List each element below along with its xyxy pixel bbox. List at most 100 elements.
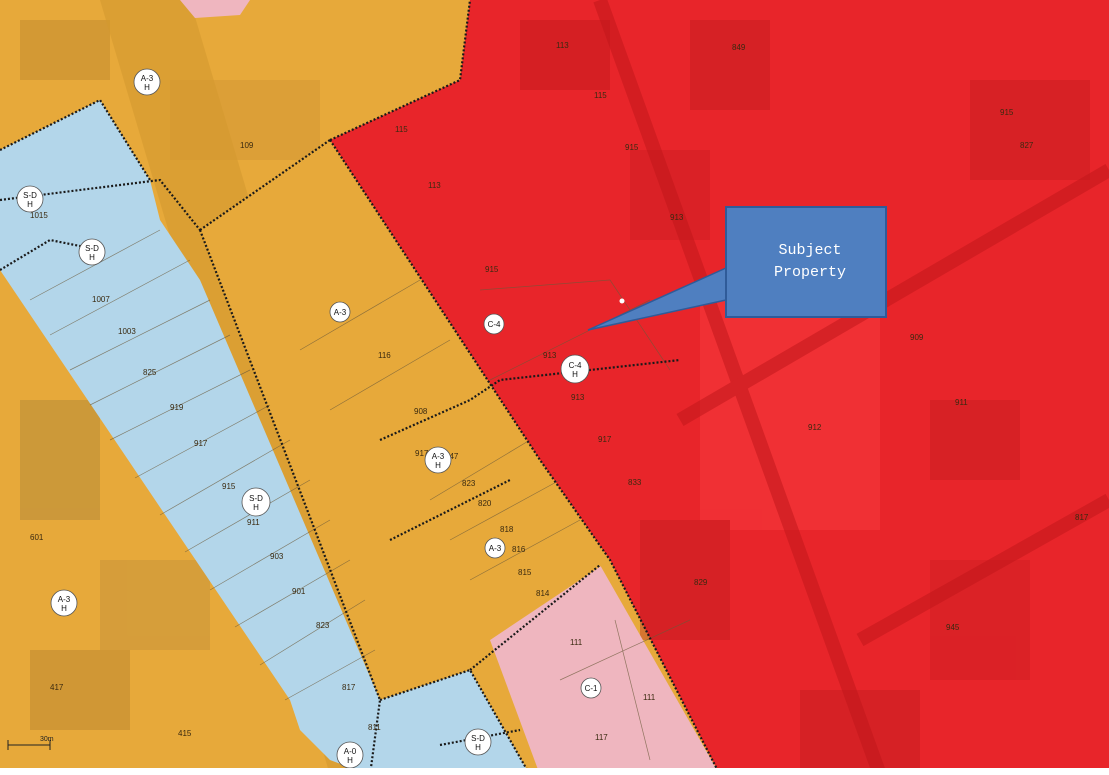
parcel-number: 816 — [512, 545, 526, 554]
parcel-number: 912 — [808, 423, 822, 432]
parcel-number: 829 — [694, 578, 708, 587]
parcel-number: 116 — [378, 351, 391, 360]
callout-text-line2: Property — [774, 264, 846, 281]
zone-marker: A-3 — [484, 537, 506, 559]
parcel-number: 111 — [643, 693, 656, 702]
parcel-number: 115 — [395, 125, 408, 134]
zone-code: S-D — [23, 191, 37, 200]
parcel-number: 415 — [178, 729, 192, 738]
zone-code: A-3 — [58, 595, 71, 604]
zone-code: A-3 — [489, 544, 502, 553]
parcel-number: 113 — [556, 41, 569, 50]
parcel-number: 913 — [571, 393, 585, 402]
parcel-number: 811 — [368, 723, 381, 732]
parcel-number: 115 — [594, 91, 607, 100]
parcel-number: 849 — [732, 43, 746, 52]
zone-sub: H — [89, 253, 95, 262]
parcel-number: 113 — [428, 181, 441, 190]
parcel-number: 601 — [30, 533, 44, 542]
zone-code: C-4 — [569, 361, 582, 370]
scale-bar-label: 30m — [40, 736, 54, 743]
parcel-number: 917 — [598, 435, 612, 444]
zone-area-sd — [0, 100, 380, 775]
parcel-number: 817 — [1075, 513, 1089, 522]
zone-sub: H — [572, 370, 578, 379]
parcel-number: 823 — [316, 621, 330, 630]
zone-code: C-1 — [585, 684, 598, 693]
zone-area-c1 — [490, 565, 720, 775]
zone-code: A-3 — [334, 308, 347, 317]
zone-sub: H — [61, 604, 67, 613]
parcel-number: 903 — [270, 552, 284, 561]
zone-area-c4 — [330, 0, 1109, 775]
parcel-number: 909 — [910, 333, 924, 342]
zone-marker: A-3 — [329, 301, 351, 323]
zone-sub: H — [253, 503, 259, 512]
parcel-number: 825 — [143, 368, 157, 377]
parcel-number: 820 — [478, 499, 492, 508]
parcel-number: 417 — [50, 683, 64, 692]
parcel-number: 917 — [194, 439, 208, 448]
zone-sub: H — [27, 200, 33, 209]
parcel-number: 915 — [485, 265, 499, 274]
street-lines — [593, 0, 1109, 775]
parcel-number: 917 — [415, 449, 429, 458]
parcel-number: 919 — [170, 403, 184, 412]
parcel-number: 817 — [342, 683, 356, 692]
zone-area-a3-strip — [200, 140, 610, 700]
parcel-number: 109 — [240, 141, 254, 150]
zone-sub: H — [435, 461, 441, 470]
zone-marker: A-0 H — [336, 741, 364, 769]
parcel-number: 913 — [670, 213, 684, 222]
zone-marker: C-4 — [483, 313, 505, 335]
parcel-number: 818 — [500, 525, 514, 534]
parcel-number: 1015 — [30, 211, 48, 220]
zone-marker: S-D H — [78, 238, 106, 266]
parcel-number: 915 — [625, 143, 639, 152]
parcel-number: 827 — [1020, 141, 1034, 150]
zone-marker: S-D H — [464, 728, 492, 756]
parcel-number: 947 — [445, 452, 459, 461]
zone-marker: C-4 H — [560, 354, 590, 384]
parcel-number: 915 — [1000, 108, 1014, 117]
parcel-number: 823 — [462, 479, 476, 488]
zone-marker: C-1 — [580, 677, 602, 699]
zone-code: S-D — [471, 734, 485, 743]
zone-code: S-D — [249, 494, 263, 503]
parcel-number: 815 — [518, 568, 532, 577]
parcel-number-labels: 1015 1007 1003 825 919 917 915 911 903 9… — [30, 41, 1089, 742]
parcel-number: 1007 — [92, 295, 110, 304]
zone-code: S-D — [85, 244, 99, 253]
zone-label-markers: A-3 H S-D H S-D H A-3 C-4 C-4 H — [16, 68, 602, 769]
aerial-texture-orange — [20, 20, 320, 730]
zone-marker: A-3 H — [424, 446, 452, 474]
parcel-number: 814 — [536, 589, 550, 598]
zone-sub: H — [475, 743, 481, 752]
parcel-number: 913 — [543, 351, 557, 360]
zone-code: A-3 — [432, 452, 445, 461]
zone-sub: H — [144, 83, 150, 92]
zone-marker: S-D H — [16, 185, 44, 213]
parcel-number: 911 — [955, 398, 968, 407]
parcel-number: 833 — [628, 478, 642, 487]
zone-marker: A-3 H — [133, 68, 161, 96]
zone-sub: H — [347, 756, 353, 765]
parcel-number: 915 — [222, 482, 236, 491]
parcel-number: 1003 — [118, 327, 136, 336]
parcel-number: 945 — [946, 623, 960, 632]
zone-code: A-0 — [344, 747, 357, 756]
zone-code: C-4 — [488, 320, 501, 329]
zone-code: A-3 — [141, 74, 154, 83]
parcel-number: 117 — [595, 733, 608, 742]
bottom-edge — [0, 768, 1109, 775]
parcel-number: 901 — [292, 587, 306, 596]
zone-marker: S-D H — [241, 487, 271, 517]
scale-bar: 30m — [7, 736, 54, 750]
zone-marker: A-3 H — [50, 589, 78, 617]
parcel-number: 111 — [570, 638, 583, 647]
callout-box — [725, 206, 887, 318]
parcel-lines — [29, 229, 691, 761]
callout-text-line1: Subject — [778, 242, 841, 259]
subject-marker — [619, 298, 625, 304]
